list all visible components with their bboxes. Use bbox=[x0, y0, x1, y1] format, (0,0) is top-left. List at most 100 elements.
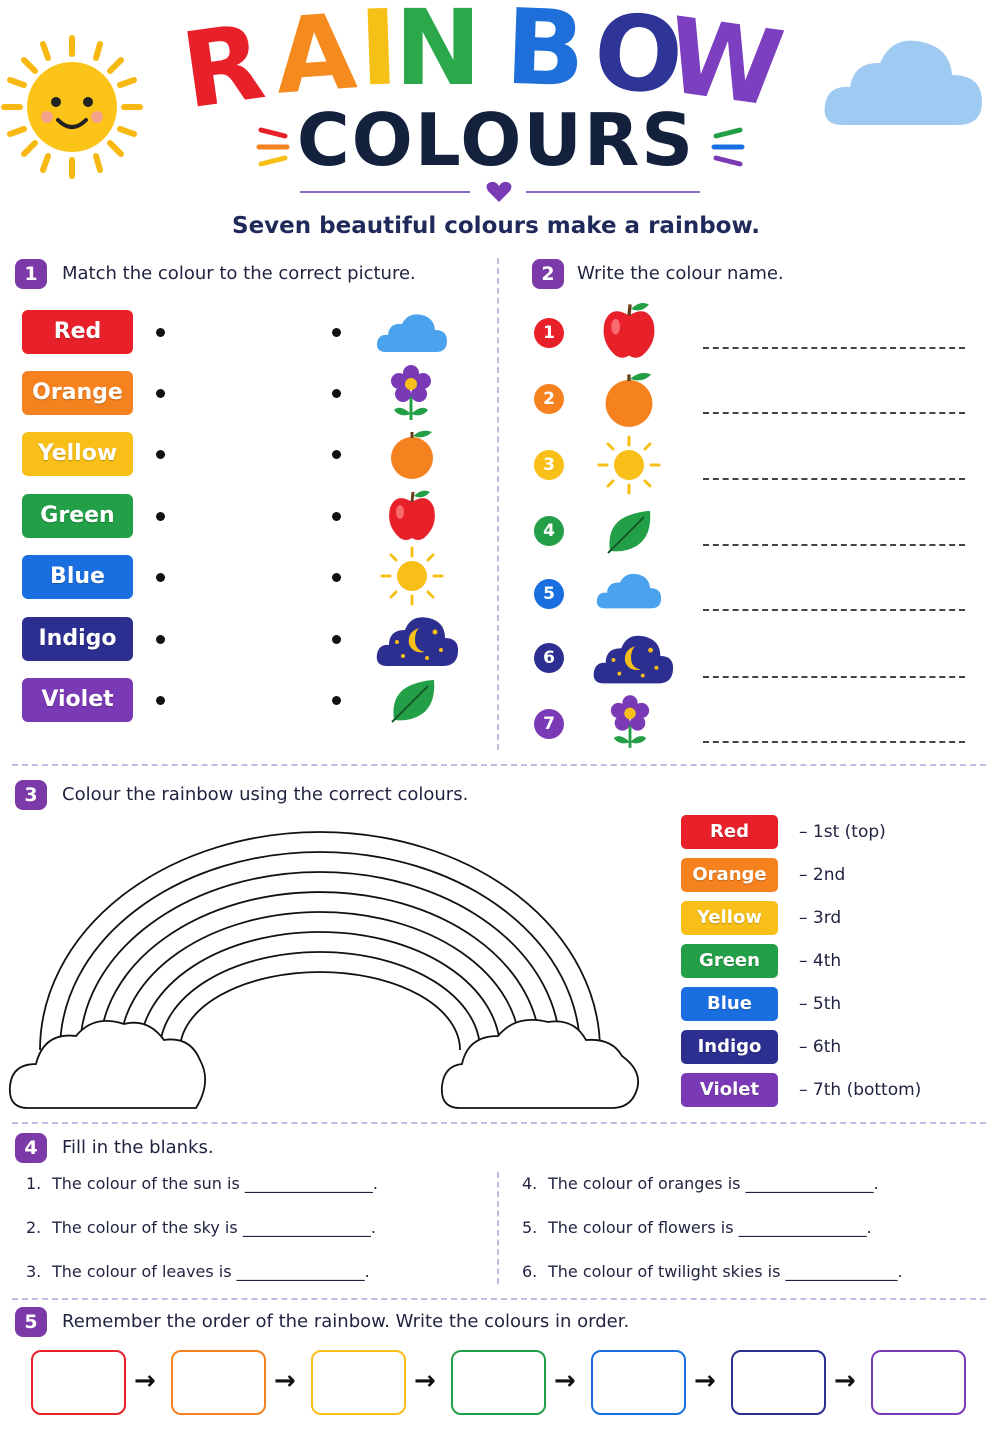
item-number: 7 bbox=[534, 709, 564, 739]
match-dot-right[interactable] bbox=[332, 328, 341, 337]
cloud-icon bbox=[596, 573, 662, 609]
fill-blank-text: The colour of the sky is _______________… bbox=[52, 1218, 376, 1237]
item-number: 4 bbox=[534, 516, 564, 546]
flower-icon bbox=[610, 695, 650, 748]
orange-icon bbox=[605, 372, 653, 427]
apple-icon bbox=[603, 302, 655, 358]
match-dot-right[interactable] bbox=[332, 696, 341, 705]
colour-pill-red: Red bbox=[22, 310, 133, 354]
colour-pill-green: Green bbox=[22, 494, 133, 538]
match-dot-left[interactable] bbox=[156, 573, 165, 582]
fill-blank-item[interactable]: 2. The colour of the sky is _____________… bbox=[26, 1218, 376, 1237]
match-dot-left[interactable] bbox=[156, 328, 165, 337]
title-letter: O bbox=[590, 0, 687, 112]
item-number: 2. bbox=[26, 1218, 42, 1237]
arrow-right-icon: → bbox=[274, 1366, 296, 1396]
key-order-label: – 5th bbox=[799, 994, 842, 1014]
item-number: 2 bbox=[534, 384, 564, 414]
arrow-right-icon: → bbox=[554, 1366, 576, 1396]
night-cloud-icon bbox=[593, 635, 674, 684]
title-sparkle-left bbox=[256, 127, 290, 167]
order-answer-box[interactable] bbox=[171, 1350, 266, 1415]
cloud-icon bbox=[376, 314, 447, 352]
item-number: 1 bbox=[534, 318, 564, 348]
rainbow-outline[interactable] bbox=[8, 818, 648, 1118]
key-pill-violet: Violet bbox=[681, 1073, 778, 1107]
fill-blank-item[interactable]: 6.The colour of twilight skies is ______… bbox=[522, 1262, 903, 1281]
title-colours: COLOURS bbox=[296, 98, 696, 182]
key-pill-green: Green bbox=[681, 944, 778, 978]
item-number: 3. bbox=[26, 1262, 42, 1281]
match-dot-right[interactable] bbox=[332, 450, 341, 459]
order-answer-box[interactable] bbox=[731, 1350, 826, 1415]
arrow-right-icon: → bbox=[834, 1366, 856, 1396]
match-dot-left[interactable] bbox=[156, 635, 165, 644]
leaf-icon bbox=[391, 680, 435, 723]
fill-blank-item[interactable]: 3. The colour of leaves is ______________… bbox=[26, 1262, 370, 1281]
title-letter: I bbox=[357, 0, 400, 110]
fill-blank-text: The colour of twilight skies is ________… bbox=[548, 1262, 903, 1281]
order-answer-box[interactable] bbox=[871, 1350, 966, 1415]
item-number: 5. bbox=[522, 1218, 538, 1237]
match-dot-right[interactable] bbox=[332, 512, 341, 521]
answer-line[interactable] bbox=[703, 478, 965, 480]
section1-instruction: Match the colour to the correct picture. bbox=[62, 263, 416, 284]
match-dot-left[interactable] bbox=[156, 389, 165, 398]
key-pill-indigo: Indigo bbox=[681, 1030, 778, 1064]
step-badge-2: 2 bbox=[532, 259, 564, 289]
item-number: 5 bbox=[534, 579, 564, 609]
fill-blank-item[interactable]: 5.The colour of flowers is _____________… bbox=[522, 1218, 872, 1237]
title-letter: A bbox=[271, 0, 360, 112]
fill-blank-item[interactable]: 4.The colour of oranges is _____________… bbox=[522, 1174, 879, 1193]
key-order-label: – 6th bbox=[799, 1037, 842, 1057]
section3-instruction: Colour the rainbow using the correct col… bbox=[62, 784, 469, 805]
tagline: Seven beautiful colours make a rainbow. bbox=[232, 213, 760, 239]
match-dot-right[interactable] bbox=[332, 573, 341, 582]
section5-instruction: Remember the order of the rainbow. Write… bbox=[62, 1311, 630, 1332]
answer-line[interactable] bbox=[703, 544, 965, 546]
section-divider bbox=[497, 258, 499, 750]
fill-blank-text: The colour of leaves is ________________… bbox=[52, 1262, 370, 1281]
match-dot-right[interactable] bbox=[332, 389, 341, 398]
key-order-label: – 4th bbox=[799, 951, 842, 971]
fill-blank-item[interactable]: 1.The colour of the sun is _____________… bbox=[26, 1174, 378, 1193]
colour-pill-yellow: Yellow bbox=[22, 432, 133, 476]
order-answer-box[interactable] bbox=[311, 1350, 406, 1415]
match-dot-right[interactable] bbox=[332, 635, 341, 644]
item-number: 3 bbox=[534, 450, 564, 480]
colour-pill-orange: Orange bbox=[22, 371, 133, 415]
answer-line[interactable] bbox=[703, 676, 965, 678]
step-badge-3: 3 bbox=[15, 780, 47, 810]
step-badge-1: 1 bbox=[15, 259, 47, 289]
colour-pill-blue: Blue bbox=[22, 555, 133, 599]
order-answer-box[interactable] bbox=[31, 1350, 126, 1415]
order-answer-box[interactable] bbox=[591, 1350, 686, 1415]
arrow-right-icon: → bbox=[414, 1366, 436, 1396]
order-answer-box[interactable] bbox=[451, 1350, 546, 1415]
section2-instruction: Write the colour name. bbox=[577, 263, 784, 284]
key-order-label: – 2nd bbox=[799, 865, 846, 885]
key-order-label: – 3rd bbox=[799, 908, 842, 928]
title-letter: R bbox=[175, 0, 271, 112]
match-dot-left[interactable] bbox=[156, 512, 165, 521]
answer-line[interactable] bbox=[703, 609, 965, 611]
answer-line[interactable] bbox=[703, 347, 965, 349]
section-divider bbox=[12, 1298, 986, 1300]
key-order-label: – 7th (bottom) bbox=[799, 1080, 922, 1100]
section-divider bbox=[12, 764, 986, 766]
match-dot-left[interactable] bbox=[156, 450, 165, 459]
key-order-label: – 1st (top) bbox=[799, 822, 886, 842]
item-number: 1. bbox=[26, 1174, 42, 1193]
answer-line[interactable] bbox=[703, 412, 965, 414]
sun-icon bbox=[380, 546, 444, 606]
answer-line[interactable] bbox=[703, 741, 965, 743]
key-pill-orange: Orange bbox=[681, 858, 778, 892]
section-divider bbox=[497, 1172, 499, 1284]
flower-icon bbox=[391, 365, 431, 420]
colour-pill-violet: Violet bbox=[22, 678, 133, 722]
match-dot-left[interactable] bbox=[156, 696, 165, 705]
apple-icon bbox=[389, 490, 435, 540]
night-cloud-icon bbox=[376, 617, 459, 666]
leaf-icon bbox=[607, 511, 651, 554]
